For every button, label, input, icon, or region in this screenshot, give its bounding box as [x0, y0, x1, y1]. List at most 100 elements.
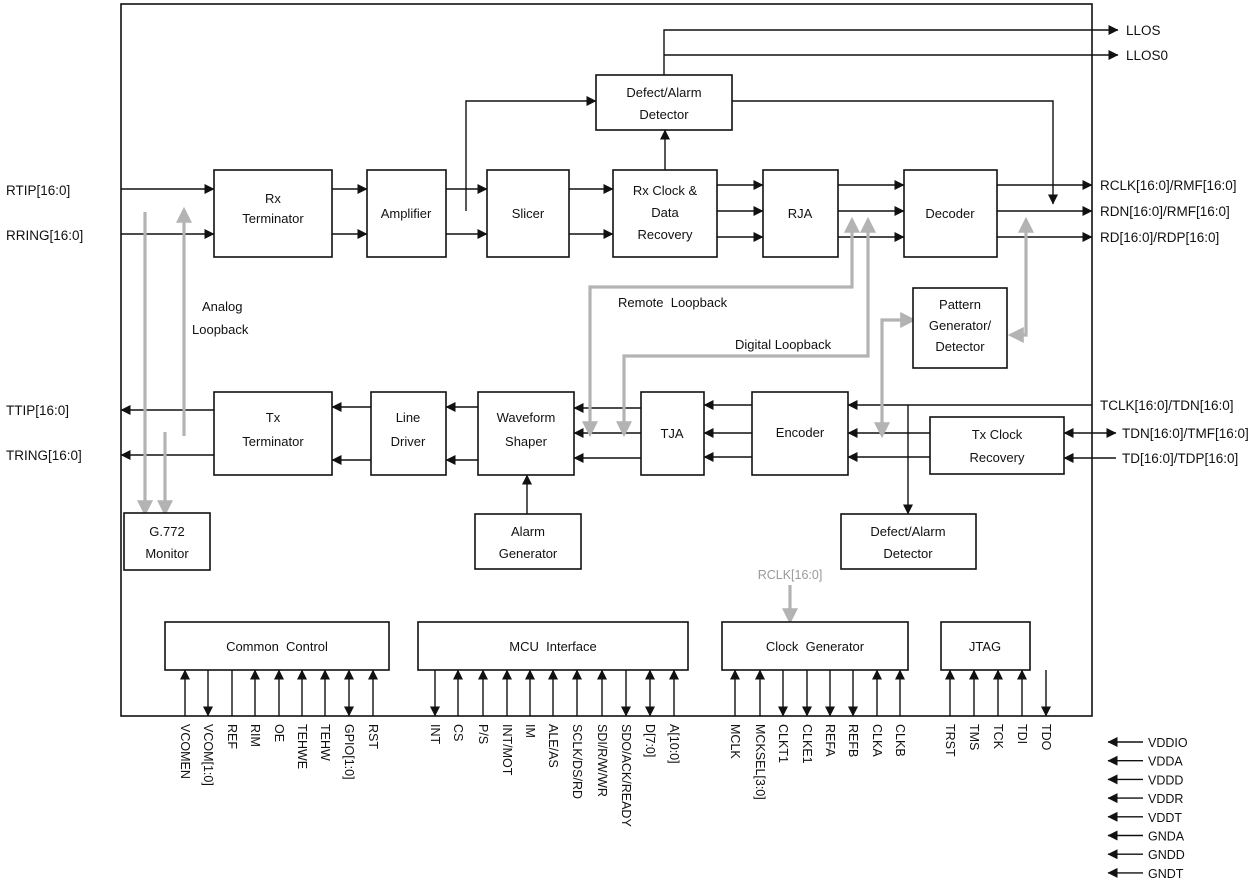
- pin-label-clock_generator-2: CLKT1: [776, 724, 790, 763]
- jtag-box: [940, 621, 1031, 671]
- tx-terminator-box: [213, 391, 333, 476]
- rja-box: [762, 169, 839, 258]
- pin-label-clock_generator-4: REFA: [823, 724, 837, 757]
- common-control-box: [164, 621, 390, 671]
- rja-label: RJA: [788, 206, 813, 221]
- tx-clock-recovery-box: [929, 416, 1065, 475]
- power-pin-label-5: GNDA: [1148, 830, 1185, 844]
- pin-label-mcu_interface-3: INT/MOT: [500, 724, 514, 776]
- pin-rclk: RCLK[16:0]/RMF[16:0]: [1100, 178, 1237, 193]
- power-pin-label-4: VDDT: [1148, 811, 1182, 825]
- pin-label-common_control-0: VCOMEN: [178, 724, 192, 779]
- pin-td: TD[16:0]/TDP[16:0]: [1122, 451, 1238, 466]
- slicer-label: Slicer: [512, 206, 545, 221]
- power-pin-label-7: GNDT: [1148, 867, 1184, 881]
- pattern-generator-box: [912, 287, 1008, 369]
- pin-llos: LLOS: [1126, 23, 1161, 38]
- pin-label-jtag-2: TCK: [991, 724, 1005, 750]
- tja-box: [640, 391, 705, 476]
- pin-label-common_control-7: GPIO[1:0]: [342, 724, 356, 780]
- pin-rd: RD[16:0]/RDP[16:0]: [1100, 230, 1219, 245]
- pin-label-common_control-2: REF: [225, 724, 239, 749]
- pin-label-clock_generator-3: CLKE1: [800, 724, 814, 764]
- clock-generator-box: [721, 621, 909, 671]
- power-pin-label-1: VDDA: [1148, 755, 1183, 769]
- pin-label-clock_generator-7: CLKB: [893, 724, 907, 757]
- pin-label-clock_generator-6: CLKA: [870, 724, 884, 757]
- mcu-interface-label: MCU Interface: [509, 639, 596, 654]
- pin-label-mcu_interface-0: INT: [428, 724, 442, 745]
- pin-label-common_control-3: RIM: [248, 724, 262, 747]
- pin-label-clock_generator-1: MCKSEL[3:0]: [753, 724, 767, 800]
- right-pins: LLOS LLOS0 RCLK[16:0]/RMF[16:0] RDN[16:0…: [1100, 23, 1249, 466]
- waveform-shaper-box: [477, 391, 575, 476]
- encoder-label: Encoder: [776, 425, 825, 440]
- slicer-box: [486, 169, 570, 258]
- mcu-interface-box: [417, 621, 689, 671]
- pin-tring: TRING[16:0]: [6, 448, 82, 463]
- pin-label-mcu_interface-7: SDI/R/W/WR: [595, 724, 609, 797]
- rclk-input-label: RCLK[16:0]: [758, 568, 823, 582]
- alarm-generator-box: [474, 513, 582, 570]
- pin-rring: RRING[16:0]: [6, 228, 83, 243]
- pin-label-common_control-5: TEHWE: [295, 724, 309, 769]
- pin-label-mcu_interface-2: P/S: [476, 724, 490, 744]
- pin-label-jtag-1: TMS: [967, 724, 981, 750]
- pin-label-common_control-6: TEHW: [318, 724, 332, 761]
- digital-loopback-label: Digital Loopback: [735, 337, 832, 352]
- rx-terminator-label-2: Terminator: [242, 211, 304, 226]
- left-pins: RTIP[16:0] RRING[16:0] TTIP[16:0] TRING[…: [6, 183, 83, 463]
- pin-label-jtag-0: TRST: [943, 724, 957, 757]
- power-pin-label-0: VDDIO: [1148, 736, 1188, 750]
- line-driver-box: [370, 391, 447, 476]
- defect-alarm-detector-top-box: [595, 74, 733, 131]
- decoder-label: Decoder: [925, 206, 975, 221]
- rx-terminator-box: [213, 169, 333, 258]
- power-pin-label-6: GNDD: [1148, 848, 1185, 862]
- pin-label-jtag-4: TDO: [1039, 724, 1053, 751]
- amplifier-box: [366, 169, 447, 258]
- pin-label-mcu_interface-9: D[7:0]: [643, 724, 657, 757]
- pin-rdn: RDN[16:0]/RMF[16:0]: [1100, 204, 1230, 219]
- encoder-box: [751, 391, 849, 476]
- jtag-label: JTAG: [969, 639, 1001, 654]
- pin-ttip: TTIP[16:0]: [6, 403, 69, 418]
- g772-monitor-box: [123, 512, 211, 571]
- clock-generator-label: Clock Generator: [766, 639, 865, 654]
- pin-label-mcu_interface-6: SCLK/DS/RD: [570, 724, 584, 799]
- functional-blocks: [123, 74, 1065, 671]
- rx-cdr-box: [612, 169, 718, 258]
- pin-tclk: TCLK[16:0]/TDN[16:0]: [1100, 398, 1234, 413]
- amplifier-label: Amplifier: [381, 206, 432, 221]
- tja-label: TJA: [660, 426, 683, 441]
- pin-label-mcu_interface-5: ALE/AS: [546, 724, 560, 768]
- pin-label-mcu_interface-8: SDO/ACK/READY: [619, 724, 633, 827]
- pin-label-common_control-4: OE: [272, 724, 286, 742]
- pin-label-clock_generator-5: REFB: [846, 724, 860, 757]
- pin-rtip: RTIP[16:0]: [6, 183, 70, 198]
- power-pin-label-3: VDDR: [1148, 792, 1183, 806]
- pin-label-common_control-8: RST: [366, 724, 380, 749]
- pin-label-jtag-3: TDI: [1015, 724, 1029, 744]
- remote-loopback-label: Remote Loopback: [618, 295, 728, 310]
- transmit-signals: [120, 400, 1117, 515]
- pin-label-mcu_interface-10: A[10:0]: [667, 724, 681, 764]
- power-pins: VDDIO VDDA VDDD VDDR VDDT GNDA GNDD GNDT: [1107, 736, 1188, 881]
- power-pin-label-2: VDDD: [1148, 773, 1183, 787]
